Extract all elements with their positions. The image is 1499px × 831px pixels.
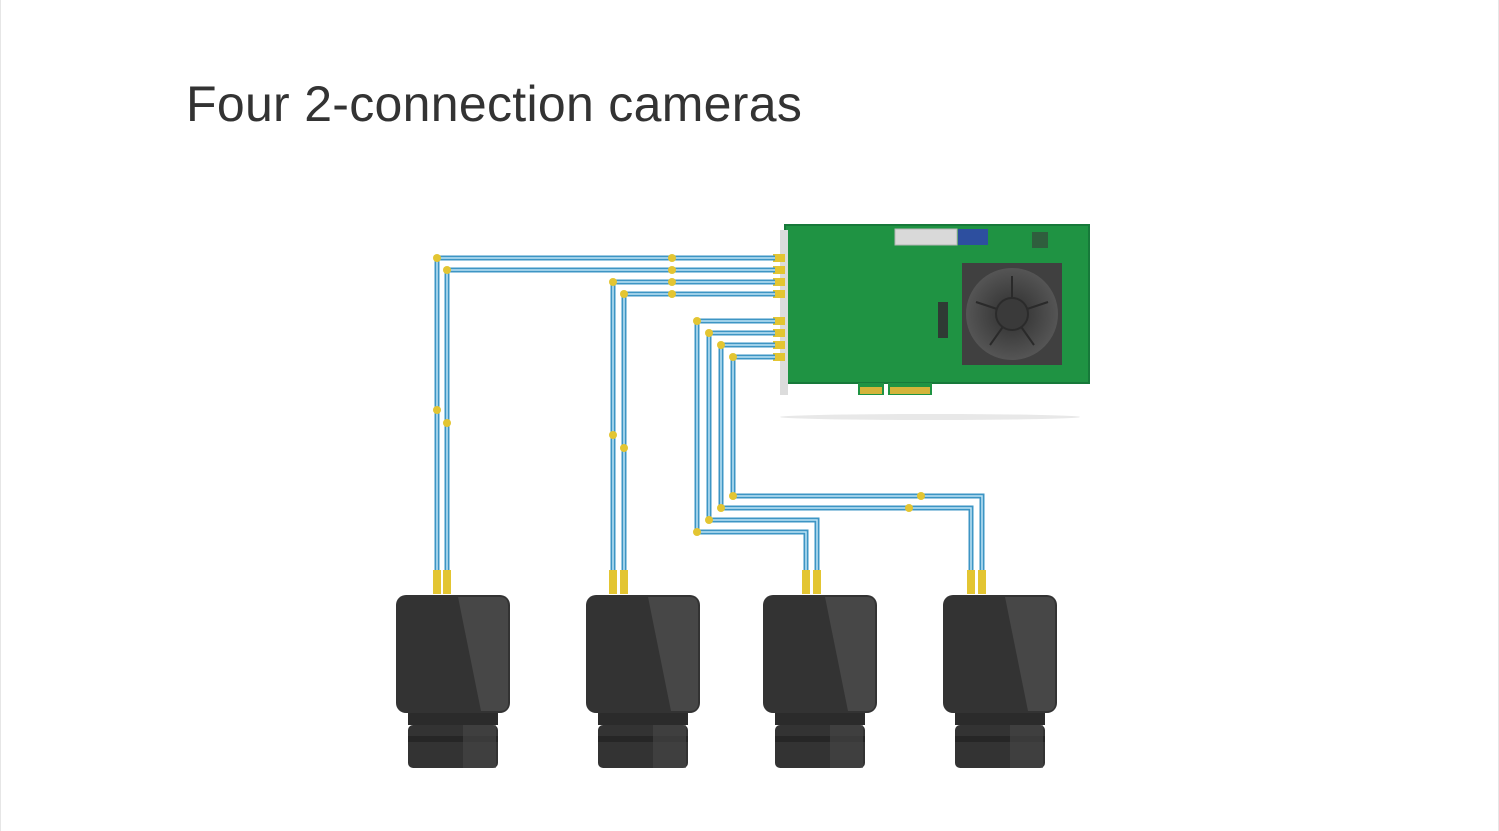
cable-joint-7: [668, 278, 676, 286]
fan-hub: [995, 297, 1029, 331]
cable-joint-15: [717, 341, 725, 349]
cable-joint-10: [443, 419, 451, 427]
camera-1-icon: [396, 570, 510, 768]
camera-3-plug-1: [802, 570, 810, 594]
camera-2-highlight: [648, 597, 698, 711]
header-connector: [894, 228, 958, 246]
board-port-2: [773, 266, 785, 274]
cable-joint-9: [433, 406, 441, 414]
cable-joint-6: [620, 290, 628, 298]
cable-3-highlight: [612, 281, 775, 580]
board-shadow: [780, 414, 1080, 420]
cable-joint-16: [729, 353, 737, 361]
board-port-5: [773, 317, 785, 325]
camera-2-lens-groove: [598, 736, 688, 742]
camera-2-lens-ring: [598, 713, 688, 725]
cable-joint-12: [620, 444, 628, 452]
board-port-1: [773, 254, 785, 262]
frame-grabber-card: [773, 224, 1090, 395]
mounting-bracket: [780, 230, 788, 395]
camera-2-plug-2: [620, 570, 628, 594]
cables: [433, 254, 985, 580]
cable-joint-3: [668, 254, 676, 262]
camera-1-lens-groove: [408, 736, 498, 742]
cable-joint-17: [693, 528, 701, 536]
camera-1-plug-2: [443, 570, 451, 594]
camera-ports: [773, 254, 785, 361]
cable-joint-14: [705, 329, 713, 337]
cable-joint-18: [705, 516, 713, 524]
board-port-4: [773, 290, 785, 298]
board-port-6: [773, 329, 785, 337]
camera-1-plug-1: [433, 570, 441, 594]
diagram-title: Four 2-connection cameras: [186, 76, 803, 132]
cable-joint-19: [717, 504, 725, 512]
board-port-7: [773, 341, 785, 349]
cable-joint-20: [729, 492, 737, 500]
board-port-8: [773, 353, 785, 361]
cable-joint-22: [917, 492, 925, 500]
memory-chip: [938, 302, 948, 338]
camera-2-plug-1: [609, 570, 617, 594]
cable-joint-21: [905, 504, 913, 512]
camera-4-plug-1: [967, 570, 975, 594]
camera-1-lens-shade: [463, 725, 496, 768]
pcie-edge-connector: [858, 383, 932, 395]
cable-8-highlight: [732, 356, 983, 580]
cable-joint-8: [668, 290, 676, 298]
cable-joint-2: [443, 266, 451, 274]
camera-3-plug-2: [813, 570, 821, 594]
camera-3-icon: [763, 570, 877, 768]
cable-joint-11: [609, 431, 617, 439]
camera-2-lens-shade: [653, 725, 686, 768]
camera-4-lens-groove: [955, 736, 1045, 742]
camera-4-lens-shade: [1010, 725, 1043, 768]
cable-joint-4: [668, 266, 676, 274]
camera-3-highlight: [825, 597, 875, 711]
cameras: [396, 570, 1057, 768]
camera-3-lens-ring: [775, 713, 865, 725]
camera-1-lens-ring: [408, 713, 498, 725]
camera-4-plug-2: [978, 570, 986, 594]
camera-1-highlight: [458, 597, 508, 711]
board-port-3: [773, 278, 785, 286]
cable-3: [610, 279, 775, 580]
camera-3-lens-groove: [775, 736, 865, 742]
camera-2-icon: [586, 570, 700, 768]
cable-8: [730, 354, 985, 580]
cable-joint-5: [609, 278, 617, 286]
camera-4-icon: [943, 570, 1057, 768]
header-connector-blue: [958, 229, 988, 245]
cable-joint-1: [433, 254, 441, 262]
camera-3-lens-shade: [830, 725, 863, 768]
cable-joint-13: [693, 317, 701, 325]
camera-4-lens-ring: [955, 713, 1045, 725]
chip-small: [1032, 232, 1048, 248]
camera-4-highlight: [1005, 597, 1055, 711]
